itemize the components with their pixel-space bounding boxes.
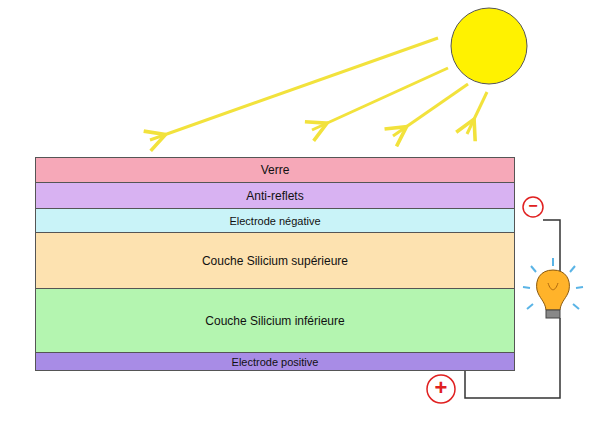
layer-label: Anti-reflets: [246, 189, 303, 203]
lower-silicon-layer: Couche Silicium inférieure: [35, 288, 515, 353]
plus-terminal: [427, 375, 455, 403]
layer-label: Verre: [261, 163, 290, 177]
layer-label: Couche Silicium supérieure: [202, 254, 348, 268]
layer-label: Electrode positive: [232, 356, 319, 368]
layer-label: Couche Silicium inférieure: [205, 314, 344, 328]
minus-sign: −: [528, 198, 537, 214]
upper-silicon-layer: Couche Silicium supérieure: [35, 232, 515, 289]
sun-rays: [150, 38, 487, 140]
light-bulb: [523, 258, 583, 318]
positive-electrode: Electrode positive: [35, 352, 515, 371]
minus-terminal: [523, 197, 543, 217]
plus-sign: +: [435, 377, 448, 399]
antireflection-layer: Anti-reflets: [35, 182, 515, 209]
negative-electrode: Electrode négative: [35, 208, 515, 233]
glass-layer: Verre: [35, 157, 515, 183]
sun: [451, 8, 527, 84]
layer-label: Electrode négative: [229, 215, 320, 227]
